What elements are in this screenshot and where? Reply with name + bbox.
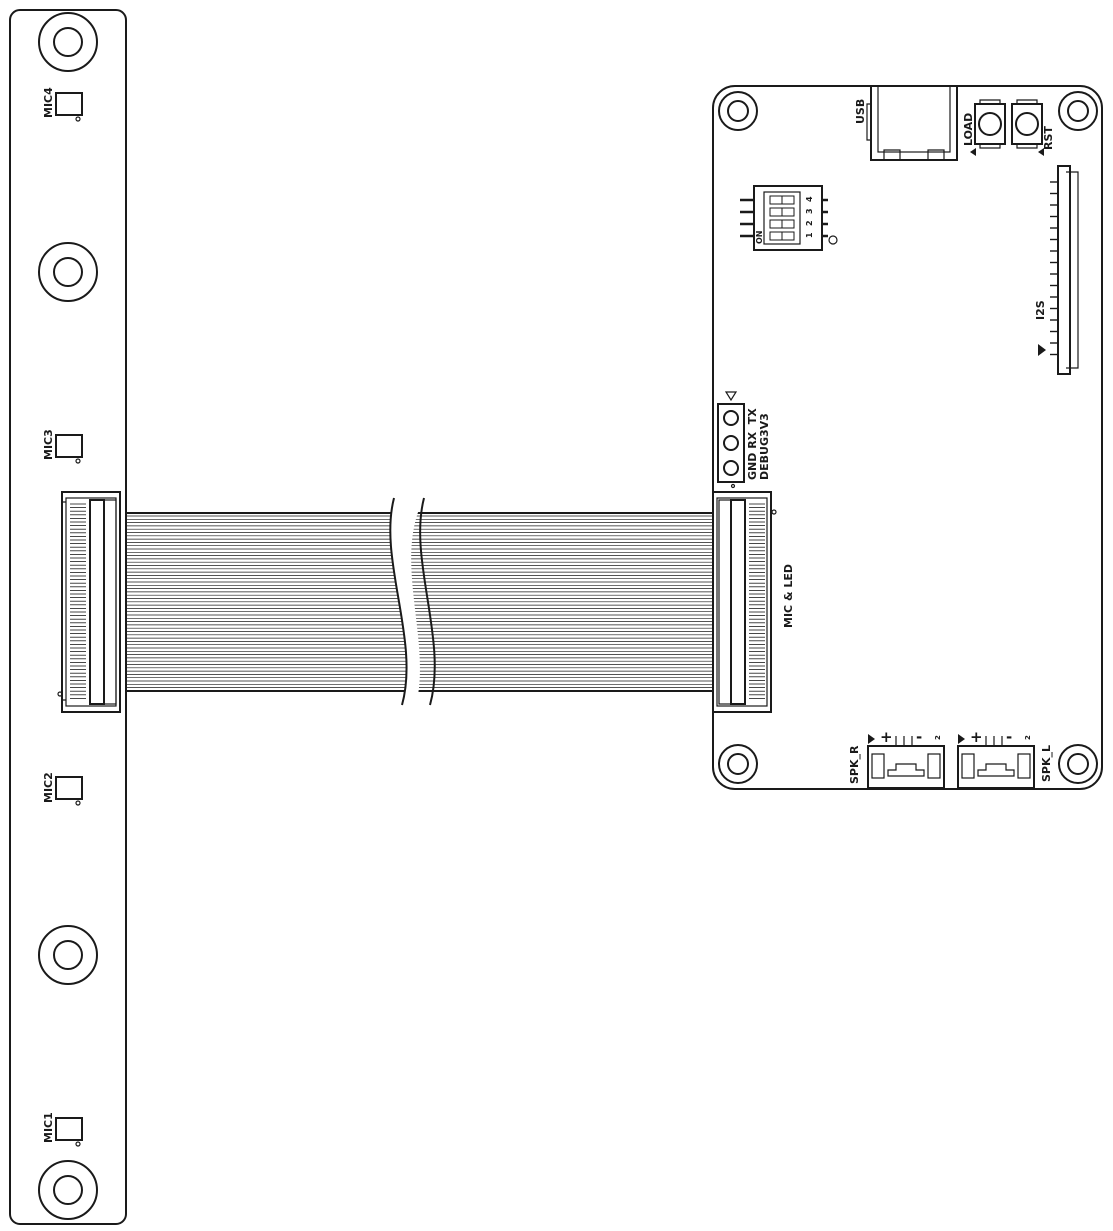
- i2s-connector: I2S: [1034, 165, 1079, 375]
- left-connector-pins: [70, 503, 86, 699]
- dip-pin-2-label: 2: [805, 220, 814, 226]
- right-fpc-connector: MIC & LED: [712, 491, 795, 713]
- debug-pin-labels: GND RX TX: [746, 408, 759, 480]
- spk-l-connector: + - 2 SPK_L: [957, 728, 1053, 789]
- rst-label: RST: [1042, 126, 1055, 150]
- mic2-footprint: MIC2: [42, 772, 83, 806]
- mount-hole-4: [38, 1160, 98, 1220]
- main-board: USB LOAD RST ON 4 3 2: [712, 85, 1103, 790]
- spk-r-connector: + - 2 SPK_R: [848, 728, 945, 789]
- mount-hole-2: [38, 242, 98, 302]
- mic-board-outline: [9, 9, 127, 1225]
- i2s-pins: [1050, 181, 1058, 356]
- spk-r-plus: +: [880, 728, 893, 746]
- dip-switch-pins: [740, 198, 828, 238]
- mic-board: MIC4 MIC3 MIC2 MIC1: [9, 9, 127, 1225]
- dip-pin-3-label: 3: [805, 208, 814, 214]
- left-fpc-connector: [57, 491, 121, 713]
- dip-pin-4-label: 4: [805, 196, 814, 202]
- load-button: LOAD: [962, 99, 1006, 156]
- mic4-label: MIC4: [42, 87, 55, 118]
- mic1-footprint: MIC1: [42, 1112, 83, 1147]
- debug-header: GND RX TX DEBUG3V3: [717, 391, 771, 489]
- mount-hole-1: [38, 12, 98, 72]
- spk-r-pin2: 2: [934, 735, 942, 740]
- mount-hole-3: [38, 925, 98, 985]
- mic3-label: MIC3: [42, 429, 55, 460]
- dip-switch-cells: [769, 195, 795, 241]
- debug-name-label: DEBUG3V3: [758, 413, 771, 480]
- load-label: LOAD: [962, 113, 975, 146]
- ribbon-conductors: [127, 515, 712, 688]
- mic4-footprint: MIC4: [42, 87, 83, 122]
- main-mount-hole-tl: [718, 91, 758, 131]
- i2s-label: I2S: [1034, 300, 1047, 320]
- dip-on-label: ON: [755, 231, 764, 245]
- spk-l-label: SPK_L: [1040, 745, 1053, 782]
- spk-r-label: SPK_R: [848, 745, 861, 784]
- usb-label: USB: [854, 99, 867, 124]
- usb-connector: USB: [854, 85, 958, 161]
- ribbon-cable: [125, 497, 714, 706]
- mic1-label: MIC1: [42, 1112, 55, 1143]
- main-mount-hole-br: [1058, 744, 1098, 784]
- cable-break: [390, 498, 424, 705]
- dip-pin-1-label: 1: [805, 232, 814, 238]
- rst-button: RST: [1011, 99, 1055, 156]
- main-mount-hole-tr: [1058, 91, 1098, 131]
- spk-l-plus: +: [970, 728, 983, 746]
- spk-r-minus: -: [916, 728, 922, 746]
- mic-led-label: MIC & LED: [782, 564, 795, 628]
- main-mount-hole-bl: [718, 744, 758, 784]
- mic3-footprint: MIC3: [42, 429, 83, 464]
- spk-l-minus: -: [1006, 728, 1012, 746]
- mic2-label: MIC2: [42, 772, 55, 803]
- spk-l-pin2: 2: [1024, 735, 1032, 740]
- dip-switch: ON 4 3 2 1: [740, 185, 838, 251]
- right-connector-pins: [749, 503, 765, 699]
